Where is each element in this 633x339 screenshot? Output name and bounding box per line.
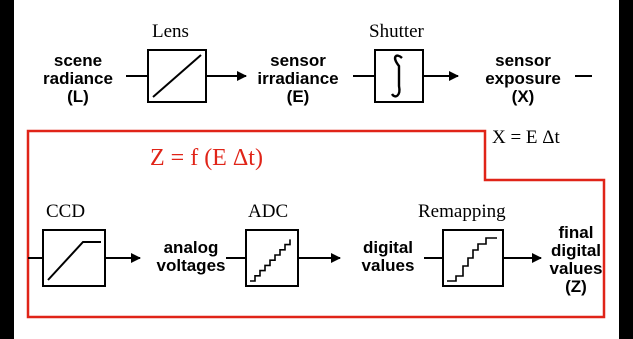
shutter-block xyxy=(374,49,424,103)
slide-page xyxy=(14,0,619,339)
ccd-title: CCD xyxy=(46,201,86,222)
lens-title: Lens xyxy=(152,21,189,42)
remapping-block xyxy=(442,229,504,287)
lens-block xyxy=(147,49,207,103)
shutter-title: Shutter xyxy=(369,21,424,42)
adc-title: ADC xyxy=(248,201,289,222)
remapping-title: Remapping xyxy=(418,201,506,222)
ccd-block xyxy=(42,229,106,287)
adc-quantization-staircase xyxy=(250,239,291,282)
ccd-saturation-curve xyxy=(47,241,101,281)
sensor-exposure-label: sensor exposure (X) xyxy=(485,51,561,106)
adc-block xyxy=(245,229,299,287)
lens-linear-curve xyxy=(152,54,202,98)
scene-radiance-label: scene radiance (L) xyxy=(43,51,113,106)
remapping-staircase xyxy=(447,237,497,282)
final-digital-values-label: final digital values (Z) xyxy=(549,223,603,296)
response-function-formula: Z = f (E Δt) xyxy=(150,145,263,171)
exposure-equation: X = E Δt xyxy=(492,127,560,148)
digital-values-label: digital values xyxy=(361,238,415,275)
integral-sign xyxy=(390,54,403,98)
analog-voltages-label: analog voltages xyxy=(156,238,226,275)
sensor-irradiance-label: sensor irradiance (E) xyxy=(257,51,339,106)
camera-response-outline xyxy=(26,129,606,319)
